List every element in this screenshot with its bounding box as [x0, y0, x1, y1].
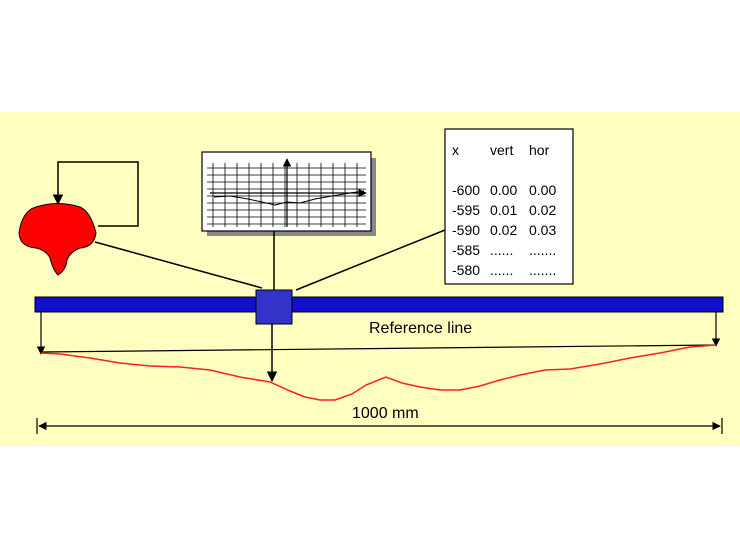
table-header-hor: hor [529, 142, 550, 158]
data-table-frame [444, 128, 574, 285]
table-header-vert: vert [490, 142, 513, 158]
table-cell: 0.03 [529, 222, 556, 238]
table-cell: -595 [452, 202, 480, 218]
table-cell: -585 [452, 242, 480, 258]
rail-feedback-loop [52, 161, 139, 227]
reference-line [40, 344, 717, 353]
measuring-beam [34, 296, 724, 313]
table-cell: -600 [452, 182, 480, 198]
graph-window [201, 151, 376, 236]
table-header-x: x [452, 142, 459, 158]
table-cell: 0.02 [490, 222, 517, 238]
table-cell: 0.02 [529, 202, 556, 218]
table-cell: -580 [452, 262, 480, 278]
table-cell: ....... [529, 242, 556, 258]
connector-rail-to-sensor [94, 241, 263, 289]
dimension-label: 1000 mm [352, 405, 419, 422]
sensor-box [255, 289, 293, 325]
reference-line-label: Reference line [369, 320, 472, 337]
measured-profile-curve [40, 344, 717, 401]
table-cell: ...... [490, 242, 513, 258]
rail-profile-group [18, 161, 139, 276]
table-rows: -600 0.00 0.00 -595 0.01 0.02 -590 0.02 0.03 -585… [452, 182, 556, 278]
data-table-window: x vert hor -600 0.00 0.00 -595 0.01 0.02 -590 0… [444, 128, 574, 285]
graph-curve [213, 190, 365, 206]
connector-table-to-sensor [295, 229, 446, 291]
rail-profile-icon [18, 203, 97, 276]
table-cell: ...... [490, 262, 513, 278]
table-cell: ....... [529, 262, 556, 278]
table-cell: 0.00 [529, 182, 556, 198]
table-cell: -590 [452, 222, 480, 238]
table-cell: 0.00 [490, 182, 517, 198]
table-cell: 0.01 [490, 202, 517, 218]
